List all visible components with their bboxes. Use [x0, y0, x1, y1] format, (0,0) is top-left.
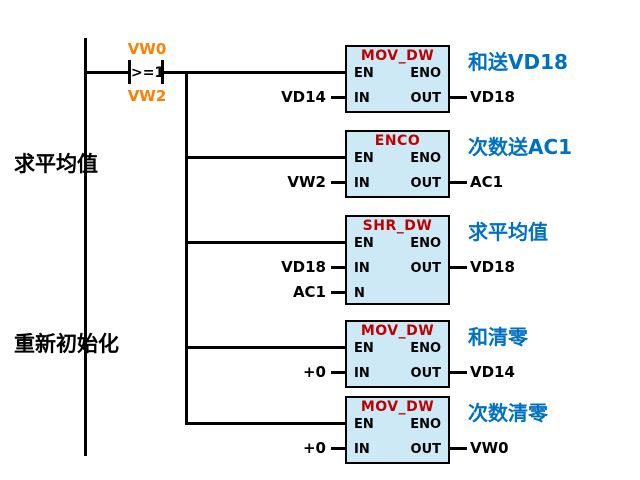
left-power-rail — [84, 38, 87, 456]
output-operand: VD18 — [470, 258, 515, 276]
block-title: SHR_DW — [362, 218, 433, 234]
contact-operand-bottom: VW2 — [127, 87, 167, 105]
input-operand: VD18 — [281, 258, 326, 276]
pin-out: OUT — [410, 91, 441, 106]
pin-en: EN — [354, 417, 374, 432]
output-operand: VW0 — [470, 439, 509, 457]
pin-out: OUT — [410, 176, 441, 191]
function-block-mov-dw-1: MOV_DW EN ENO IN OUT — [345, 45, 450, 113]
input-stub-wire — [331, 266, 345, 269]
rung-wire — [186, 346, 345, 349]
input-operand: +0 — [302, 363, 326, 381]
contact-feed-wire — [84, 71, 131, 74]
pin-out: OUT — [410, 442, 441, 457]
branch-rail — [185, 71, 188, 425]
output-operand: AC1 — [470, 173, 504, 191]
output-stub-wire — [449, 96, 467, 99]
pin-eno: ENO — [410, 151, 441, 166]
function-block-mov-dw-3: MOV_DW EN ENO IN OUT — [345, 396, 450, 464]
contact-operand-top: VW0 — [127, 40, 167, 58]
rung-wire — [186, 241, 345, 244]
input-stub-wire — [331, 371, 345, 374]
block-comment: 求平均值 — [468, 220, 548, 244]
input-stub-wire — [331, 291, 345, 294]
output-operand: VD18 — [470, 88, 515, 106]
pin-in: IN — [354, 366, 370, 381]
pin-en: EN — [354, 236, 374, 251]
block-title: MOV_DW — [360, 48, 435, 64]
pin-en: EN — [354, 66, 374, 81]
input-stub-wire — [331, 447, 345, 450]
block-comment: 次数送AC1 — [468, 135, 573, 159]
output-stub-wire — [449, 371, 467, 374]
pin-eno: ENO — [410, 417, 441, 432]
block-comment: 和清零 — [468, 325, 528, 349]
pin-eno: ENO — [410, 66, 441, 81]
block-title: MOV_DW — [360, 323, 435, 339]
pin-in: IN — [354, 442, 370, 457]
input-stub-wire — [331, 96, 345, 99]
block-comment: 次数清零 — [468, 401, 548, 425]
pin-eno: ENO — [410, 236, 441, 251]
rung-wire — [186, 422, 345, 425]
contact-out-wire — [164, 71, 188, 74]
function-block-shr-dw: SHR_DW EN ENO IN OUT N — [345, 215, 450, 305]
function-block-enco: ENCO EN ENO IN OUT — [345, 130, 450, 198]
pin-en: EN — [354, 151, 374, 166]
label-reinit: 重新初始化 — [14, 332, 119, 356]
rung-wire — [186, 156, 345, 159]
input-operand: VW2 — [287, 173, 326, 191]
output-stub-wire — [449, 266, 467, 269]
input-operand: VD14 — [281, 88, 326, 106]
contact-right-bar — [161, 60, 164, 84]
output-stub-wire — [449, 447, 467, 450]
output-operand: VD14 — [470, 363, 515, 381]
compare-contact-symbol: >=1 — [131, 65, 165, 81]
function-block-mov-dw-2: MOV_DW EN ENO IN OUT — [345, 320, 450, 388]
pin-out: OUT — [410, 366, 441, 381]
label-average: 求平均值 — [14, 152, 98, 176]
block-title: ENCO — [374, 133, 421, 149]
pin-en: EN — [354, 341, 374, 356]
rung-wire — [186, 71, 345, 74]
output-stub-wire — [449, 181, 467, 184]
block-comment: 和送VD18 — [468, 50, 568, 74]
pin-out: OUT — [410, 261, 441, 276]
input-operand: +0 — [302, 439, 326, 457]
input-operand: AC1 — [292, 283, 326, 301]
pin-in: IN — [354, 176, 370, 191]
block-title: MOV_DW — [360, 399, 435, 415]
pin-in: IN — [354, 91, 370, 106]
input-stub-wire — [331, 181, 345, 184]
contact-left-bar — [128, 60, 131, 84]
pin-eno: ENO — [410, 341, 441, 356]
pin-in: IN — [354, 261, 370, 276]
pin-n: N — [354, 286, 365, 301]
